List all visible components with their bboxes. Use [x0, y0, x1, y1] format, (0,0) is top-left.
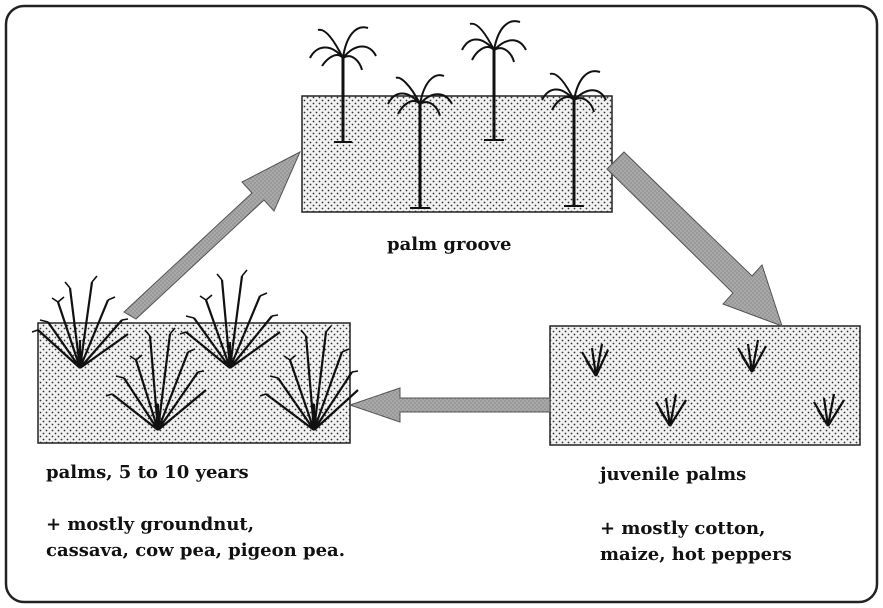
palm-groove-label: palm groove	[387, 232, 511, 258]
palm-groove-box	[302, 96, 612, 212]
mature-palms-crops-line1: + mostly groundnut,	[46, 512, 254, 538]
mature-palms-crops-line2: cassava, cow pea, pigeon pea.	[46, 538, 345, 564]
juvenile-palms-crops-line1: + mostly cotton,	[600, 516, 765, 542]
juvenile-palms-title: juvenile palms	[600, 462, 746, 488]
juvenile-palms-crops-line2: maize, hot peppers	[600, 542, 792, 568]
mature-palms-title: palms, 5 to 10 years	[46, 460, 249, 486]
juvenile-palms-box	[550, 326, 860, 445]
